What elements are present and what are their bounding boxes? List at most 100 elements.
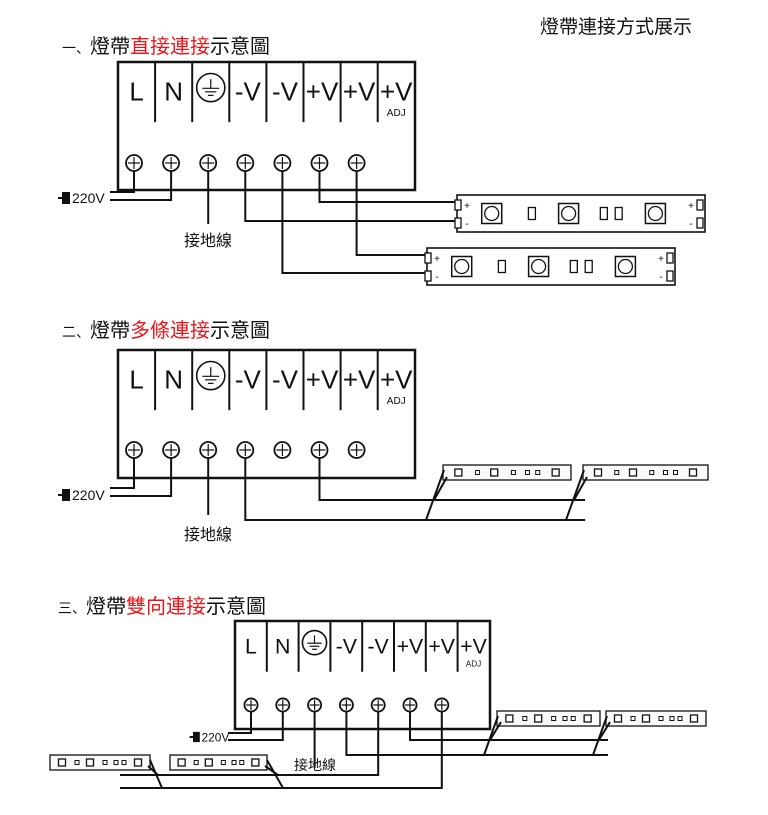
led-chip-icon [133, 758, 143, 767]
resistor-icon [102, 760, 108, 765]
live-wire [110, 171, 135, 193]
resistor-icon [570, 716, 576, 721]
strip-polarity-label: + [434, 254, 440, 265]
positive-wire [318, 171, 455, 203]
power-plug-icon [193, 731, 200, 743]
terminal-label--V: -V [235, 364, 262, 394]
led-strip [605, 710, 707, 727]
led-chip-icon [551, 468, 560, 477]
positive-wire [120, 712, 443, 789]
strip-pad [666, 252, 674, 264]
resistor-icon [239, 760, 245, 765]
title-suffix: 示意圖 [206, 594, 266, 618]
negative-wire [345, 712, 608, 756]
led-chip-icon [628, 468, 638, 477]
title-prefix: 燈帶 [86, 594, 126, 618]
strip-polarity-label: - [659, 272, 662, 283]
led-chip-lens [530, 258, 547, 275]
adj-label: ADJ [387, 396, 406, 407]
strip-pad [454, 217, 462, 229]
led-chip-lens [560, 205, 577, 222]
resistor-icon [522, 716, 528, 721]
input-voltage-label: 220V [202, 730, 230, 744]
terminal-label-+V: +V [460, 634, 487, 658]
resistor-icon [475, 470, 481, 475]
terminal-label-N: N [275, 634, 290, 658]
led-chip-icon [490, 468, 499, 477]
title-suffix: 示意圖 [210, 34, 270, 58]
power-plug-icon [62, 489, 70, 501]
led-chip-icon [689, 714, 699, 723]
led-strip [582, 464, 709, 481]
strip-lead [598, 721, 611, 741]
resistor-icon [614, 470, 620, 475]
resistor-icon [220, 760, 226, 765]
section-1-title: 一、燈帶直接連接示意圖 [62, 30, 270, 59]
strip-pad [424, 252, 432, 264]
resistor-icon [510, 470, 516, 475]
led-chip-icon [583, 714, 592, 723]
terminal-label-+V: +V [306, 76, 339, 106]
positive-wire [409, 712, 608, 741]
title-highlight: 雙向連接 [126, 594, 206, 618]
strip-pad [454, 199, 462, 211]
terminal-label-+V: +V [343, 364, 376, 394]
strip-lead [147, 765, 159, 776]
led-chip-icon [177, 758, 186, 767]
led-chip-icon [688, 468, 698, 477]
terminal-label--V: -V [235, 76, 262, 106]
led-chip-icon [641, 714, 651, 723]
led-chip-icon [593, 468, 603, 477]
resistor-icon [74, 760, 80, 765]
main-title: 燈帶連接方式展示 [540, 16, 693, 38]
resistor-icon [121, 760, 127, 765]
section-number: 一、 [62, 41, 90, 57]
resistor-icon [658, 716, 664, 721]
led-strip [496, 710, 601, 727]
strip-polarity-label: - [465, 219, 468, 230]
led-strip: +-+- [454, 194, 706, 233]
terminal-label-+V: +V [380, 76, 413, 106]
title-highlight: 多條連接 [130, 318, 210, 342]
resistor-icon [562, 716, 568, 721]
led-strip [49, 754, 151, 771]
input-voltage-label: 220V [72, 190, 105, 206]
terminal-label--V: -V [272, 364, 299, 394]
resistor-icon [599, 206, 608, 221]
ground-symbol-icon [195, 72, 226, 103]
positive-wire [318, 458, 585, 501]
strip-lead [489, 721, 502, 741]
led-chip-icon [505, 714, 514, 723]
terminal-label-N: N [164, 76, 183, 106]
neutral-wire [228, 712, 284, 741]
adj-label: ADJ [387, 108, 406, 119]
negative-wire [244, 458, 585, 521]
resistor-icon [649, 470, 655, 475]
led-chip-icon [85, 758, 95, 767]
title-highlight: 直接連接 [130, 34, 210, 58]
resistor-icon [113, 760, 119, 765]
ground-wire-label: 接地線 [294, 757, 336, 773]
negative-wire [244, 171, 455, 222]
live-wire [228, 712, 252, 734]
led-chip-lens [647, 205, 664, 222]
power-supply [116, 60, 417, 192]
resistor-icon [677, 716, 683, 721]
ground-symbol-icon [195, 360, 226, 391]
terminal-label-L: L [245, 634, 257, 658]
section-3-title: 三、燈帶雙向連接示意圖 [58, 590, 266, 619]
power-plug-icon [62, 192, 70, 204]
live-wire [110, 458, 135, 489]
terminal-label-+V: +V [397, 634, 424, 658]
resistor-icon [673, 470, 678, 475]
ground-wire-label: 接地線 [184, 232, 232, 250]
terminal-label--V: -V [367, 634, 389, 658]
led-chip-icon [57, 758, 67, 767]
title-prefix: 燈帶 [90, 34, 130, 58]
strip-lead [565, 469, 585, 521]
led-strip-body [169, 754, 268, 771]
power-supply [116, 348, 417, 480]
resistor-icon [193, 760, 199, 765]
led-chip-icon [204, 758, 213, 767]
strip-pad [696, 199, 704, 211]
